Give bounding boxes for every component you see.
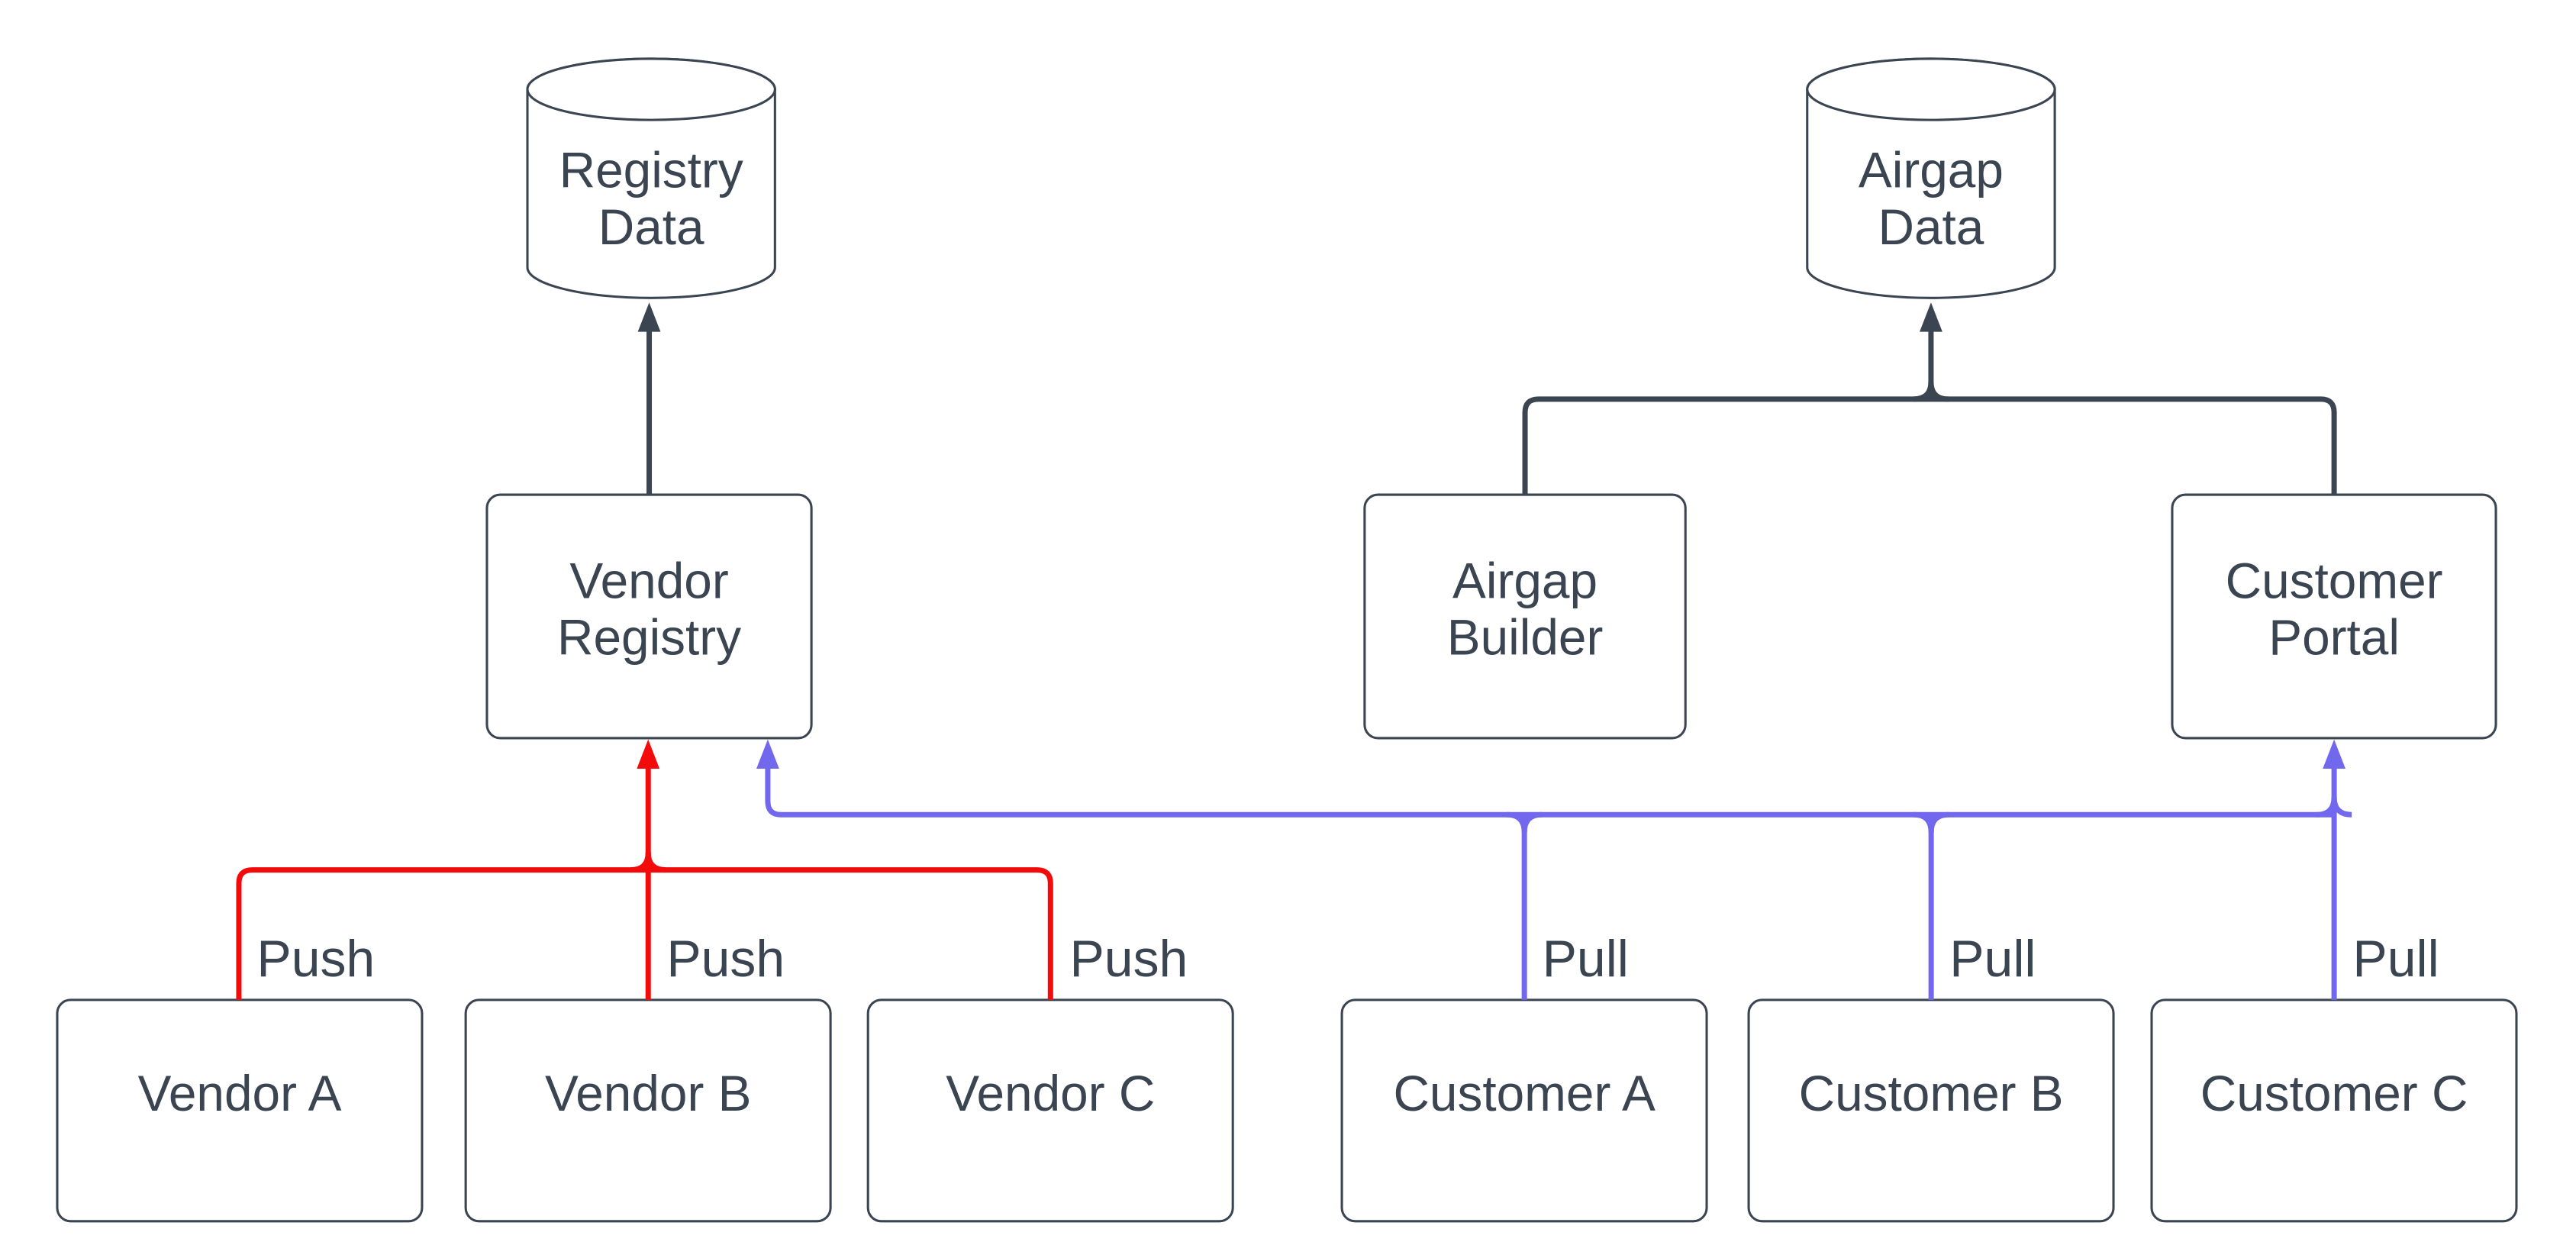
edge-junction-fillet — [1928, 811, 1949, 833]
edge-builder-portal-tee — [1522, 396, 2337, 495]
edge-label-push-vendor-c: Push — [1070, 931, 1188, 988]
edge-label-pull-customer-b: Pull — [1949, 931, 2036, 988]
database-airgap-data — [1806, 57, 2056, 299]
edge-vendor-a-c-push-bracket — [236, 867, 1053, 1000]
edge-junction-fillet — [1913, 811, 1934, 833]
data-flow-edges — [637, 302, 2337, 495]
node-vendor-a-label: Vendor A — [138, 1065, 342, 1121]
node-customer-c-label: Customer C — [2200, 1065, 2468, 1121]
database-registry-data-label-line1: Registry — [559, 141, 743, 198]
node-vendor-registry-label-line1: Vendor — [569, 552, 728, 608]
edge-junction-fillet — [2316, 797, 2337, 818]
arrow-up-icon — [756, 739, 779, 769]
arrow-up-icon — [637, 302, 661, 332]
arrow-up-icon — [2323, 739, 2345, 769]
arrow-up-icon — [1920, 302, 1942, 332]
nodes-layer — [56, 57, 2518, 1223]
labels-layer: Registry Data Airgap Data Vendor Registr… — [138, 141, 2468, 1121]
node-airgap-builder-label-line2: Builder — [1447, 609, 1604, 666]
edge-junction-fillet — [1506, 811, 1527, 833]
edge-label-push-vendor-b: Push — [666, 931, 785, 988]
edge-pull-bus-to-registry — [765, 766, 2335, 818]
edge-junction-fillet — [645, 852, 666, 873]
edge-label-pull-customer-c: Pull — [2352, 931, 2439, 988]
database-cylinder-top — [526, 57, 776, 121]
pull-edges — [756, 739, 2352, 1000]
database-airgap-data-label-line1: Airgap — [1859, 141, 2004, 198]
node-vendor-registry-label-line2: Registry — [557, 609, 741, 666]
database-registry-data-label-line2: Data — [598, 198, 704, 255]
node-vendor-c-label: Vendor C — [946, 1065, 1155, 1121]
edge-junction-fillet — [630, 852, 651, 873]
node-vendor-b-label: Vendor B — [545, 1065, 751, 1121]
database-registry-data — [526, 57, 776, 299]
arrow-up-icon — [637, 739, 660, 769]
edge-label-push-vendor-a: Push — [256, 931, 375, 988]
node-customer-a-label: Customer A — [1393, 1065, 1656, 1121]
database-airgap-data-label-line2: Data — [1878, 198, 1984, 255]
node-customer-portal-label-line2: Portal — [2268, 609, 2400, 666]
edge-junction-fillet — [1521, 811, 1543, 833]
push-edges — [236, 739, 1053, 1000]
edge-junction-fillet — [1928, 381, 1949, 402]
node-customer-portal-label-line1: Customer — [2226, 552, 2443, 608]
edge-junction-fillet — [2331, 797, 2352, 818]
node-airgap-builder-label-line1: Airgap — [1452, 552, 1598, 608]
edge-junction-fillet — [1913, 381, 1934, 402]
edge-label-pull-customer-a: Pull — [1543, 931, 1629, 988]
database-cylinder-top — [1806, 57, 2056, 121]
node-customer-b-label: Customer B — [1799, 1065, 2064, 1121]
